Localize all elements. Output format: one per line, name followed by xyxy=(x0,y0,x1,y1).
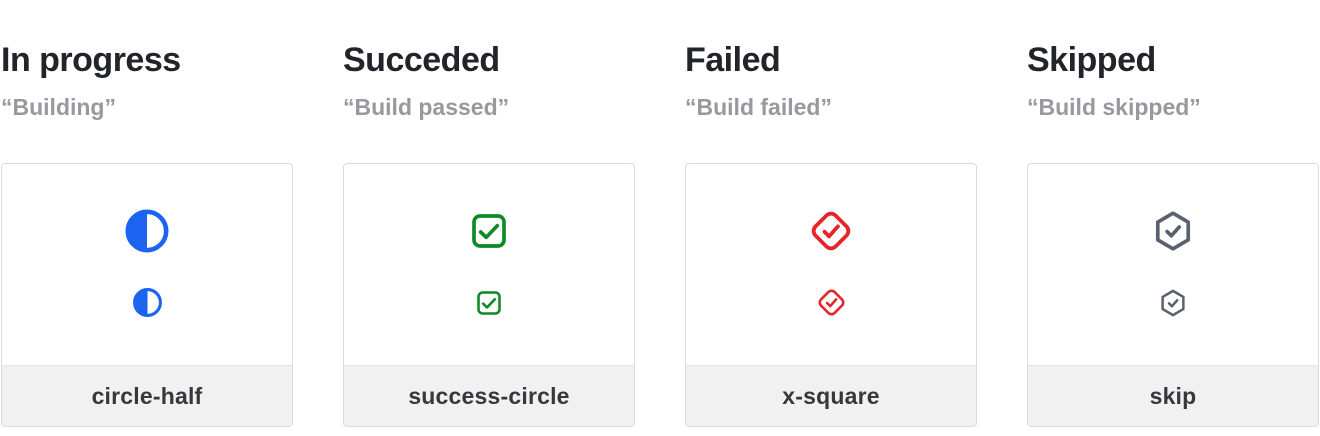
icon-card-footer: circle-half xyxy=(2,365,292,426)
icon-slot-small xyxy=(132,287,163,318)
icon-card-footer: x-square xyxy=(686,365,976,426)
icon-slot-large xyxy=(808,208,854,254)
icon-slot-large xyxy=(124,208,170,254)
status-message: “Build passed” xyxy=(343,94,510,120)
icon-card: x-square xyxy=(685,163,977,427)
skip-icon xyxy=(1155,211,1191,251)
status-message: “Build failed” xyxy=(685,94,832,120)
column-in-progress: In progress “Building” circle- xyxy=(1,0,293,427)
skip-icon xyxy=(1161,289,1185,316)
icon-slot-small xyxy=(475,287,503,318)
icon-slot-large xyxy=(1151,208,1195,254)
icon-card-body xyxy=(686,164,976,365)
icon-card: skip xyxy=(1027,163,1319,427)
column-failed: Failed “Build failed” x-square xyxy=(685,0,977,427)
icon-slot-small xyxy=(1158,287,1188,318)
icon-slot-large xyxy=(469,208,509,254)
success-circle-icon xyxy=(472,214,506,248)
status-message: “Build skipped” xyxy=(1027,94,1201,120)
circle-half-icon xyxy=(132,288,162,317)
icon-name-label: success-circle xyxy=(408,382,570,409)
column-succeded: Succeded “Build passed” succes xyxy=(343,0,635,427)
status-title: Skipped xyxy=(1027,41,1156,79)
x-square-icon xyxy=(818,289,844,316)
status-title: Failed xyxy=(685,41,781,79)
status-title: Succeded xyxy=(343,41,500,79)
icon-card-footer: success-circle xyxy=(344,365,634,426)
icon-card-body xyxy=(344,164,634,365)
icon-slot-small xyxy=(816,287,847,318)
icon-card-footer: skip xyxy=(1028,365,1318,426)
success-circle-icon xyxy=(477,290,501,315)
column-skipped: Skipped “Build skipped” skip xyxy=(1027,0,1319,427)
icon-card-body xyxy=(1028,164,1318,365)
icon-name-label: skip xyxy=(1149,382,1197,409)
icon-card: success-circle xyxy=(343,163,635,427)
x-square-icon xyxy=(811,211,851,251)
status-title: In progress xyxy=(1,41,181,79)
icon-name-label: x-square xyxy=(782,382,880,409)
icon-card-body xyxy=(2,164,292,365)
icon-card: circle-half xyxy=(1,163,293,427)
status-columns: In progress “Building” circle- xyxy=(1,0,1319,427)
circle-half-icon xyxy=(125,209,169,253)
status-message: “Building” xyxy=(1,94,116,120)
icon-name-label: circle-half xyxy=(91,382,203,409)
